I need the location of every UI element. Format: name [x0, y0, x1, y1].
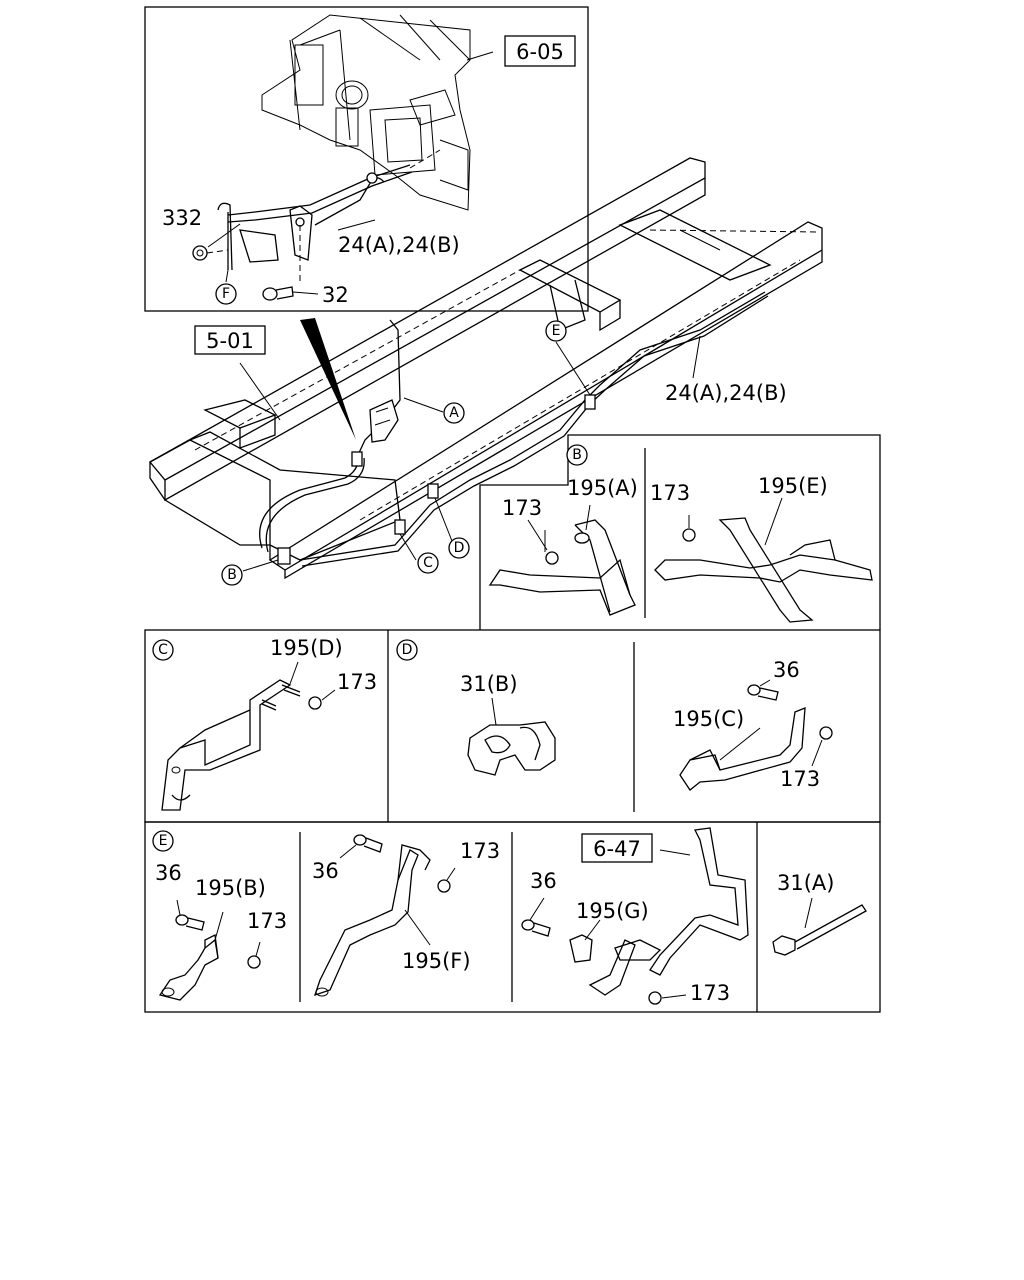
part-332-label: 332 — [162, 206, 202, 230]
panel-e-c-ref-6-47-label: 6-47 — [593, 837, 641, 861]
panel-e-a-173-label: 173 — [247, 909, 287, 933]
panel-e-c-173-label: 173 — [690, 981, 730, 1005]
detail-panel-e: E 36 195(B) 173 36 173 195(F) — [144, 821, 881, 1013]
panel-e-c-195g-label: 195(G) — [576, 899, 649, 923]
panel-e-d-31a-label: 31(A) — [777, 871, 834, 895]
circle-e-label: E — [552, 323, 561, 339]
inset-pointer-arrow — [300, 318, 356, 440]
panel-b-left-173-label: 173 — [502, 496, 542, 520]
part-24-frame-label: 24(A),24(B) — [665, 381, 787, 405]
panel-e-key: E — [159, 833, 168, 849]
top-inset: 6-05 332 24(A),24(B) 32 F — [144, 6, 589, 312]
ref-5-01-label: 5-01 — [206, 329, 254, 353]
part-24-top-label: 24(A),24(B) — [338, 233, 460, 257]
panel-c-key: C — [158, 642, 168, 658]
panel-e-a-36-label: 36 — [155, 861, 182, 885]
chassis-frame: 5-01 24(A),24(B) A E B C D — [149, 157, 823, 586]
panel-e-c-36-label: 36 — [530, 869, 557, 893]
detail-panel-b: B 173 195(A) 173 195(E) — [479, 434, 881, 630]
circle-c-label: C — [423, 555, 433, 571]
detail-panel-d: D 31(B) 36 195(C) 173 — [396, 639, 833, 791]
panel-c-173-label: 173 — [337, 670, 377, 694]
panel-b-right-173-label: 173 — [650, 481, 690, 505]
panel-b-195e-label: 195(E) — [758, 474, 828, 498]
panel-c-195d-label: 195(D) — [270, 636, 343, 660]
circle-b-label: B — [227, 567, 237, 583]
panel-d-173-label: 173 — [780, 767, 820, 791]
circle-a-label: A — [449, 405, 459, 421]
panel-d-36-label: 36 — [773, 658, 800, 682]
detail-panel-c: C 195(D) 173 — [144, 629, 881, 823]
part-32-label: 32 — [322, 283, 349, 307]
panel-e-b-36-label: 36 — [312, 859, 339, 883]
panel-d-key: D — [402, 642, 413, 658]
circle-f-label: F — [222, 286, 230, 302]
panel-e-b-195f-label: 195(F) — [402, 949, 471, 973]
panel-e-b-173-label: 173 — [460, 839, 500, 863]
panel-d-31b-label: 31(B) — [460, 672, 518, 696]
panel-b-key: B — [572, 447, 582, 463]
circle-d-label: D — [454, 540, 465, 556]
panel-e-a-195b-label: 195(B) — [195, 876, 266, 900]
panel-d-195c-label: 195(C) — [673, 707, 744, 731]
ref-6-05-label: 6-05 — [516, 40, 564, 64]
panel-b-195a-label: 195(A) — [567, 476, 638, 500]
